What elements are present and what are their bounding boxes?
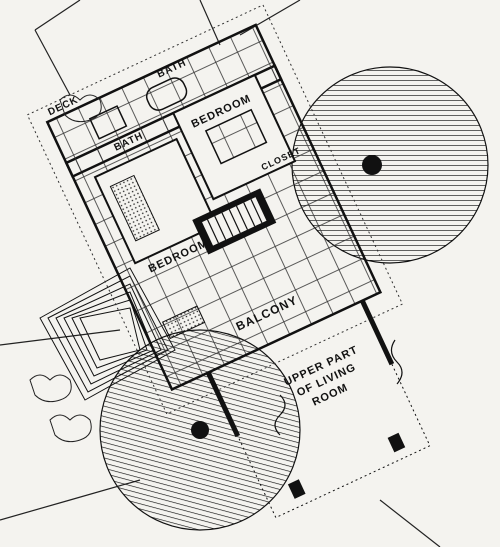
house-plan: DECK BATH BATH BEDROOM BEDROOM CLOSET BA… (26, 4, 431, 519)
tree-left (99, 329, 301, 531)
door-swings (274, 339, 403, 436)
shrubs (29, 94, 102, 443)
